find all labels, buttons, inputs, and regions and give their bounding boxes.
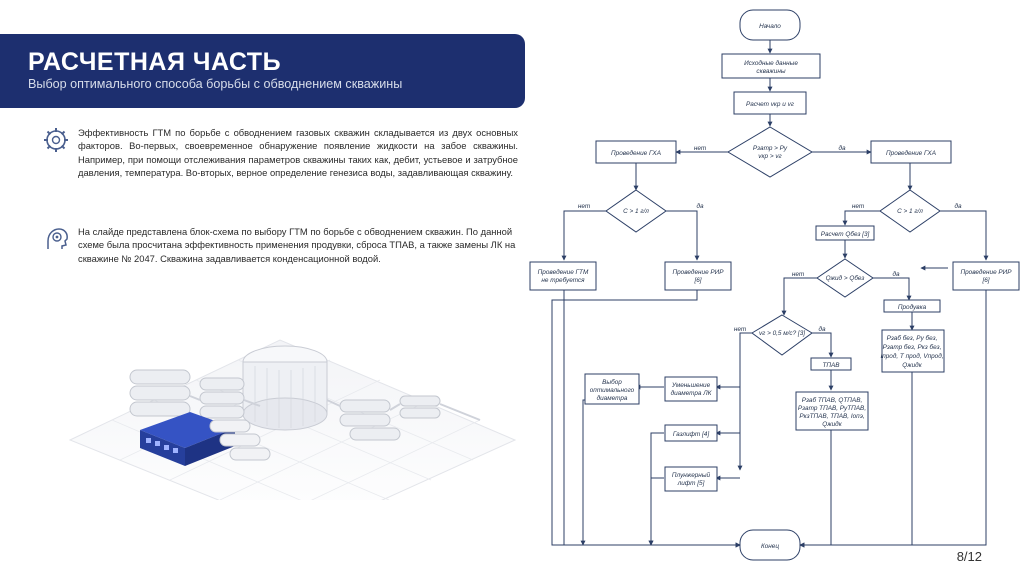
decision-c-right: [879, 189, 941, 233]
flowchart-label: Рзатр ТПАВ, РуТПАВ,: [798, 405, 866, 412]
flowchart-label: Конец: [761, 543, 779, 550]
flowchart-label: Проведение ГХА: [611, 149, 661, 157]
flowchart-label: Іпрод, Т прод, Vпрод,: [880, 352, 943, 360]
flowchart-label: скважины: [756, 68, 785, 75]
flowchart-label: Уменьшение: [671, 382, 711, 389]
flowchart-label: РкзТПАВ, ТПАВ, Іопэ,: [799, 413, 864, 420]
flowchart-label: Проведение РИР: [673, 268, 725, 276]
flowchart-label: Рзатр без, Ркз без,: [883, 343, 942, 351]
start-node: [739, 9, 801, 41]
flowchart-label: Проведение ГТМ: [538, 268, 589, 276]
flowchart-label: нет: [578, 203, 591, 210]
flowchart-label: ТПАВ: [822, 362, 840, 369]
purge-params-node: [881, 329, 945, 373]
flowchart-label: Qжидк: [902, 361, 922, 369]
flowchart-label: нет: [792, 271, 805, 278]
end-node: [739, 529, 801, 561]
flowchart-label: да: [892, 270, 900, 278]
gear-brain-icon: [44, 128, 68, 152]
gxa-left-node: [595, 140, 677, 164]
decision-top: [727, 126, 813, 178]
flowchart-label: Расчет vкр и vг: [746, 101, 795, 108]
flowchart-label: Исходные данные: [744, 59, 798, 67]
flowchart-label: оптимального: [590, 387, 635, 394]
gas-facility-illustration: [68, 339, 517, 500]
flowchart-label: не требуется: [541, 276, 585, 284]
paragraph-effectiveness: Эффективность ГТМ по борьбе с обводнение…: [78, 127, 518, 179]
flowchart-label: Выбор: [602, 378, 622, 386]
flowchart-label: нет: [694, 145, 707, 152]
flowchart-label: да: [954, 202, 962, 210]
tpav-params-node: [795, 391, 869, 431]
flowchart-label: C > 1 г/л: [623, 208, 649, 215]
slide-title: РАСЧЕТНАЯ ЧАСТЬ: [28, 48, 282, 76]
no-gtm-node: [529, 261, 597, 291]
decision-v: [751, 314, 813, 356]
page-number: 8/12: [956, 549, 982, 564]
purge-node: [883, 299, 941, 313]
flowchart-label: vг > 0,5 м/с? [3]: [759, 330, 805, 337]
flowchart-label: vкр > vг: [758, 153, 782, 160]
slide-subtitle: Выбор оптимального способа борьбы с обво…: [28, 77, 403, 91]
flowchart-label: да: [696, 202, 704, 210]
decision-c-left: [605, 189, 667, 233]
flowchart-label: Плунжерный: [672, 471, 711, 479]
flowchart-label: Рзаб ТПАВ, QТПАВ,: [802, 396, 863, 404]
paragraph-flowchart-description: На слайде представлена блок-схема по выб…: [78, 226, 516, 264]
flowchart-label: [6]: [981, 277, 989, 284]
calc-v-node: [733, 91, 807, 115]
flowchart-label: диаметра: [597, 394, 628, 402]
tpav-node: [810, 357, 852, 371]
flowchart-label: Проведение ГХА: [886, 149, 936, 157]
calc-q-node: [815, 225, 875, 241]
riv-right-node: [952, 261, 1020, 291]
flowchart-label: Продувка: [898, 303, 927, 311]
flowchart-label: Расчет Qбез [3]: [821, 230, 870, 238]
flowchart-label: Рзаб без, Ру без,: [887, 334, 938, 342]
flowchart-label: C > 1 г/л: [897, 208, 923, 215]
riv-left-node: [664, 261, 732, 291]
choose-diameter-node: [584, 373, 640, 405]
header-banner: [0, 34, 525, 108]
flowchart-label: диаметра ЛК: [671, 389, 713, 397]
flowchart-label: Qжидк: [822, 420, 842, 428]
flowchart-label: нет: [852, 203, 865, 210]
flowchart-label: Qжид > Qбез: [826, 274, 865, 282]
reduce-diameter-node: [664, 376, 718, 402]
flowchart-label: да: [838, 144, 846, 152]
flowchart-label: лифт [5]: [677, 480, 705, 487]
gaslift-node: [664, 424, 718, 442]
flowchart-label: Газлифт [4]: [673, 431, 709, 438]
flowchart-label: да: [818, 325, 826, 333]
flowchart-label: Начало: [759, 23, 781, 30]
flowchart-label: Проведение РИР: [961, 268, 1013, 276]
gear-head-icon: [47, 228, 68, 249]
plunger-node: [664, 466, 718, 492]
gxa-right-node: [870, 140, 952, 164]
flowchart-label: нет: [734, 326, 747, 333]
decision-q: [816, 258, 874, 298]
flowchart-label: Рзатр > Ру: [753, 145, 788, 152]
input-node: [721, 53, 821, 79]
flowchart-label: [6]: [693, 277, 701, 284]
